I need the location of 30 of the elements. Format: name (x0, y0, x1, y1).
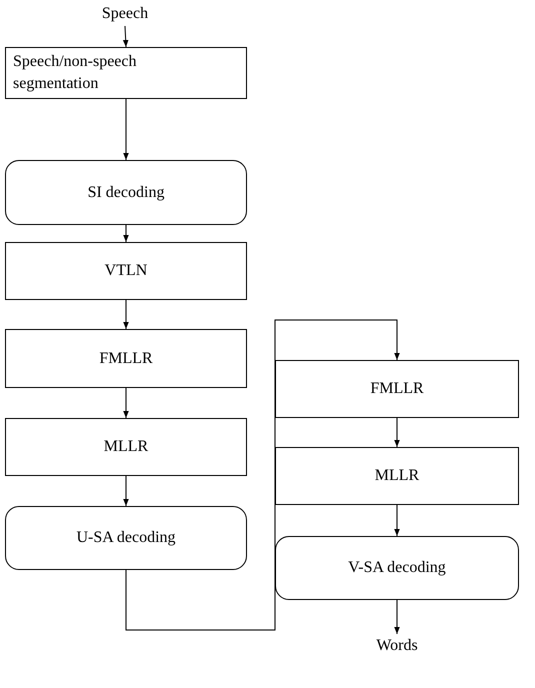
box-label: V-SA decoding (348, 558, 446, 578)
process-box (5, 242, 247, 300)
process-box (275, 360, 519, 418)
arrow (126, 320, 400, 630)
decoding-box (5, 160, 247, 225)
io-label: Words (357, 634, 437, 658)
arrow (394, 600, 400, 634)
box-label: VTLN (104, 261, 148, 282)
process-box (275, 447, 519, 505)
process-box (5, 418, 247, 476)
process-box (5, 329, 247, 388)
box-label: MLLR (374, 466, 420, 486)
arrow (394, 504, 400, 536)
box-label: SI decoding (88, 182, 164, 203)
box-label: Speech/non-speech segmentation (13, 52, 138, 94)
decoding-box (5, 506, 247, 570)
box-label: FMLLR (370, 379, 424, 400)
box-label: U-SA decoding (76, 528, 176, 548)
arrow (122, 26, 128, 48)
box-label: MLLR (104, 437, 148, 458)
arrow (123, 476, 129, 506)
decoding-box (275, 536, 519, 600)
arrow (123, 300, 129, 330)
io-label: Speech (85, 2, 165, 26)
process-box (5, 47, 247, 99)
arrow (123, 388, 129, 418)
arrow (394, 418, 400, 448)
arrow (123, 98, 129, 160)
arrow (123, 224, 129, 242)
box-label: FMLLR (99, 348, 153, 369)
